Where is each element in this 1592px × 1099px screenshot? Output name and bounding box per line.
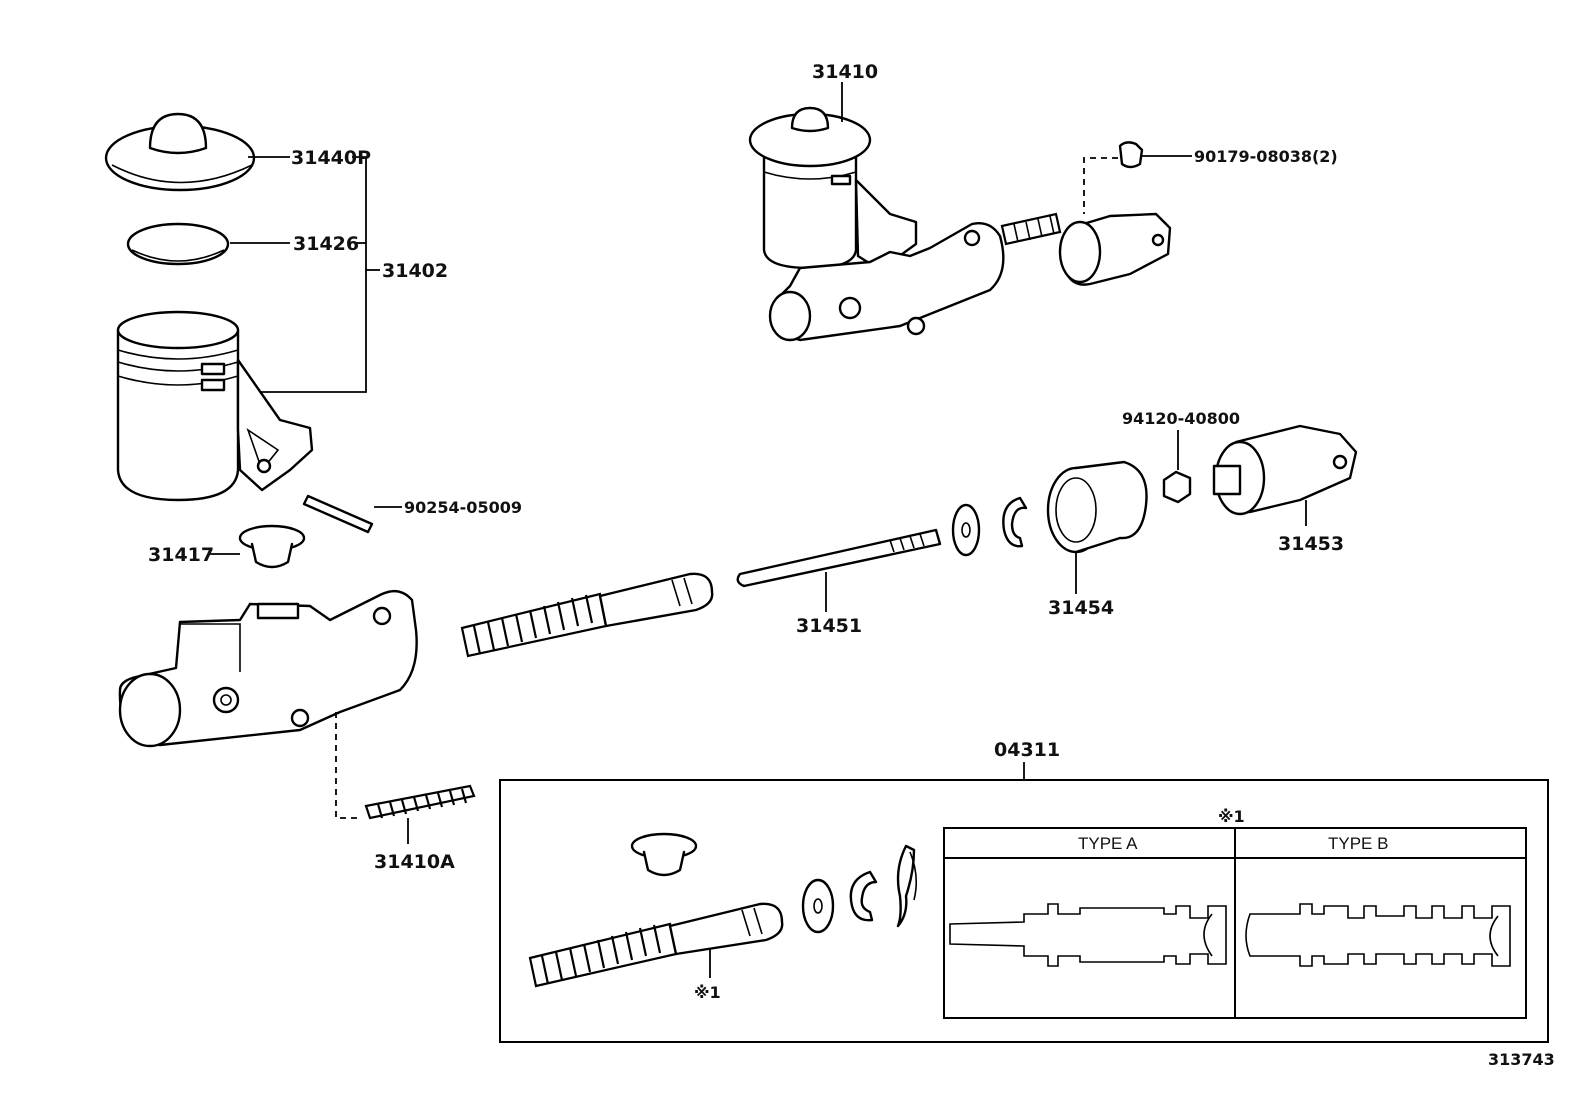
label-31410: 31410 [812,61,878,83]
label-31402: 31402 [382,260,448,282]
pin [302,494,402,534]
kit-snap-ring [849,870,878,922]
label-90254-05009: 90254-05009 [404,498,522,517]
master-cylinder-body [118,589,418,819]
label-31440P: 31440P [291,147,371,169]
figure-number: 313743 [1488,1050,1555,1069]
label-31451: 31451 [796,615,862,637]
bolt [1083,141,1192,214]
nut [1162,430,1192,504]
piston-with-spring [460,572,714,658]
label-31454: 31454 [1048,597,1114,619]
kit-piston [528,902,784,988]
spring-31410A [364,784,476,844]
label-31417: 31417 [148,544,214,566]
label-note1-box: ※1 [1218,807,1245,826]
clevis [1212,424,1358,526]
label-04311: 04311 [994,739,1060,761]
reservoir-cap [104,112,256,192]
label-31426: 31426 [293,233,359,255]
grommet [208,524,306,569]
diaphragm [126,222,230,266]
group-bracket-31402 [230,156,380,393]
label-note1-part: ※1 [694,983,721,1002]
kit-grommet [630,832,698,877]
piston-profile-type-a [949,903,1227,967]
label-type-b: TYPE B [1328,834,1388,853]
boot [1046,460,1148,594]
kit-box [499,779,1549,1043]
label-type-a: TYPE A [1078,834,1138,853]
push-rod [736,528,942,612]
snap-ring [1002,496,1028,548]
label-31410A: 31410A [374,851,455,873]
piston-profile-type-b [1245,903,1511,967]
kit-washer [801,878,835,934]
kit-clip [896,844,918,928]
label-31453: 31453 [1278,533,1344,555]
label-94120-40800: 94120-40800 [1122,409,1240,428]
type-table [943,827,1527,1019]
washer [951,503,981,557]
label-90179-08038: 90179-08038(2) [1194,147,1338,166]
master-cylinder-assembly [748,82,1172,342]
reservoir-tank [116,310,314,502]
